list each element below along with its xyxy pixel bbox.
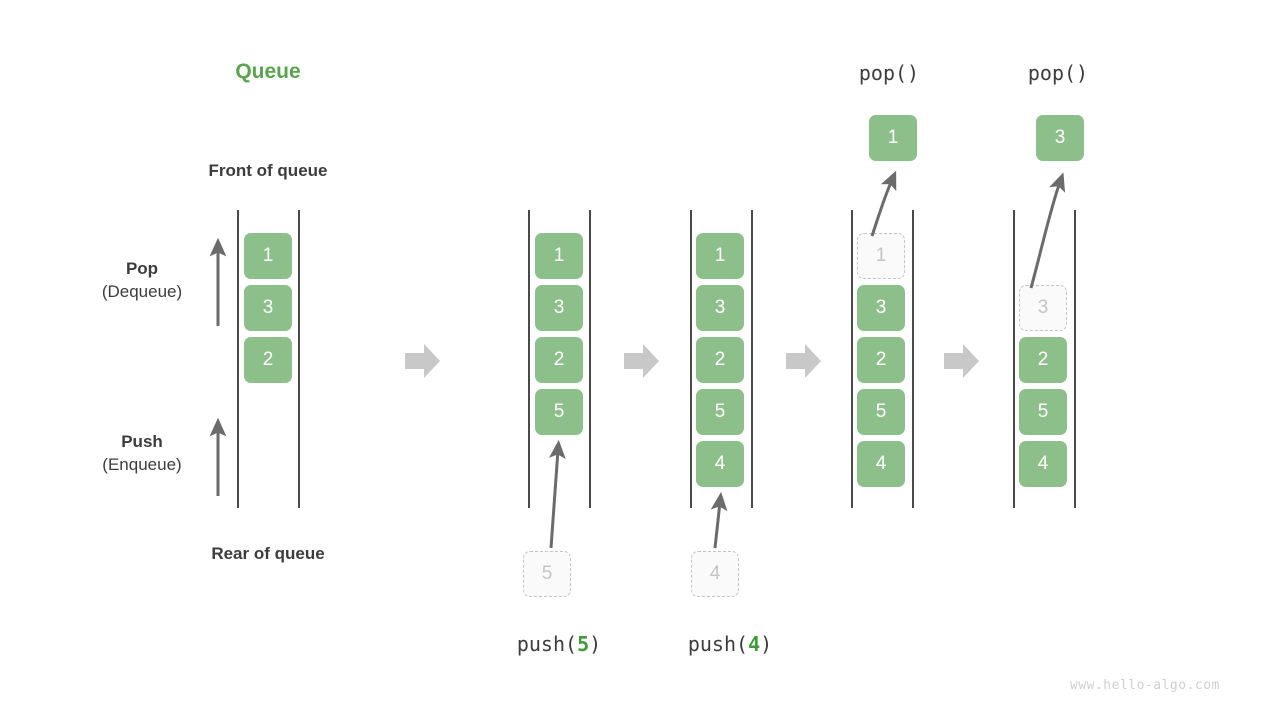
pop-label-strong: Pop bbox=[125, 259, 159, 278]
pop-operation-label-2: pop() bbox=[1027, 61, 1089, 85]
queue-cell-ghost: 1 bbox=[857, 233, 905, 279]
queue-cell: 1 bbox=[535, 233, 583, 279]
popped-cell: 3 bbox=[1036, 115, 1084, 161]
queue-cell: 3 bbox=[244, 285, 292, 331]
queue-cell: 1 bbox=[244, 233, 292, 279]
front-of-queue-label: Front of queue bbox=[208, 161, 328, 180]
push-4-operation-label: push(4) bbox=[630, 632, 830, 656]
queue-rail-left bbox=[690, 210, 692, 508]
queue-cell: 5 bbox=[535, 389, 583, 435]
queue-cell: 2 bbox=[244, 337, 292, 383]
step-arrow-3 bbox=[786, 344, 821, 378]
push-4-prefix: push( bbox=[687, 632, 749, 656]
pop-dequeue-label: Pop (Dequeue) bbox=[42, 258, 242, 304]
step-arrow-4 bbox=[944, 344, 979, 378]
queue-cell: 4 bbox=[857, 441, 905, 487]
popped-cell: 1 bbox=[869, 115, 917, 161]
queue-cell: 2 bbox=[696, 337, 744, 383]
push-5-operation-label: push(5) bbox=[459, 632, 659, 656]
queue-rail-left bbox=[851, 210, 853, 508]
queue-cell: 3 bbox=[535, 285, 583, 331]
queue-cell: 4 bbox=[1019, 441, 1067, 487]
queue-rail-right bbox=[589, 210, 591, 508]
step-arrow-1 bbox=[405, 344, 440, 378]
queue-cell: 2 bbox=[535, 337, 583, 383]
incoming-ghost-cell: 5 bbox=[523, 551, 571, 597]
push-4-suffix: ) bbox=[760, 632, 773, 656]
push-5-arrow bbox=[549, 439, 566, 549]
queue-rail-right bbox=[298, 210, 300, 508]
push-5-prefix: push( bbox=[516, 632, 578, 656]
queue-cell: 2 bbox=[857, 337, 905, 383]
queue-cell: 5 bbox=[696, 389, 744, 435]
queue-cell: 1 bbox=[696, 233, 744, 279]
pop-operation-label-1: pop() bbox=[858, 61, 920, 85]
incoming-ghost-cell: 4 bbox=[691, 551, 739, 597]
watermark: www.hello-algo.com bbox=[1070, 678, 1220, 693]
queue-cell: 4 bbox=[696, 441, 744, 487]
pop-3-arrow bbox=[1029, 172, 1066, 289]
pop-label-sub: (Dequeue) bbox=[101, 281, 183, 301]
page-title: Queue bbox=[235, 60, 301, 83]
queue-rail-right bbox=[751, 210, 753, 508]
step-arrow-2 bbox=[624, 344, 659, 378]
queue-cell-ghost: 3 bbox=[1019, 285, 1067, 331]
queue-rail-left bbox=[1013, 210, 1015, 508]
queue-rail-right bbox=[1074, 210, 1076, 508]
push-5-suffix: ) bbox=[589, 632, 602, 656]
queue-cell: 2 bbox=[1019, 337, 1067, 383]
queue-rail-left bbox=[528, 210, 530, 508]
pop-1-arrow bbox=[870, 170, 897, 237]
queue-rail-right bbox=[912, 210, 914, 508]
push-label-strong: Push bbox=[121, 432, 163, 451]
push-label-sub: (Enqueue) bbox=[102, 454, 182, 474]
queue-cell: 5 bbox=[1019, 389, 1067, 435]
push-5-value: 5 bbox=[577, 632, 590, 656]
queue-cell: 3 bbox=[857, 285, 905, 331]
push-enqueue-label: Push (Enqueue) bbox=[42, 431, 242, 477]
queue-cell: 5 bbox=[857, 389, 905, 435]
rear-of-queue-label: Rear of queue bbox=[211, 544, 325, 563]
push-4-arrow bbox=[710, 491, 728, 549]
push-4-value: 4 bbox=[748, 632, 761, 656]
queue-cell: 3 bbox=[696, 285, 744, 331]
queue-rail-left bbox=[237, 210, 239, 508]
